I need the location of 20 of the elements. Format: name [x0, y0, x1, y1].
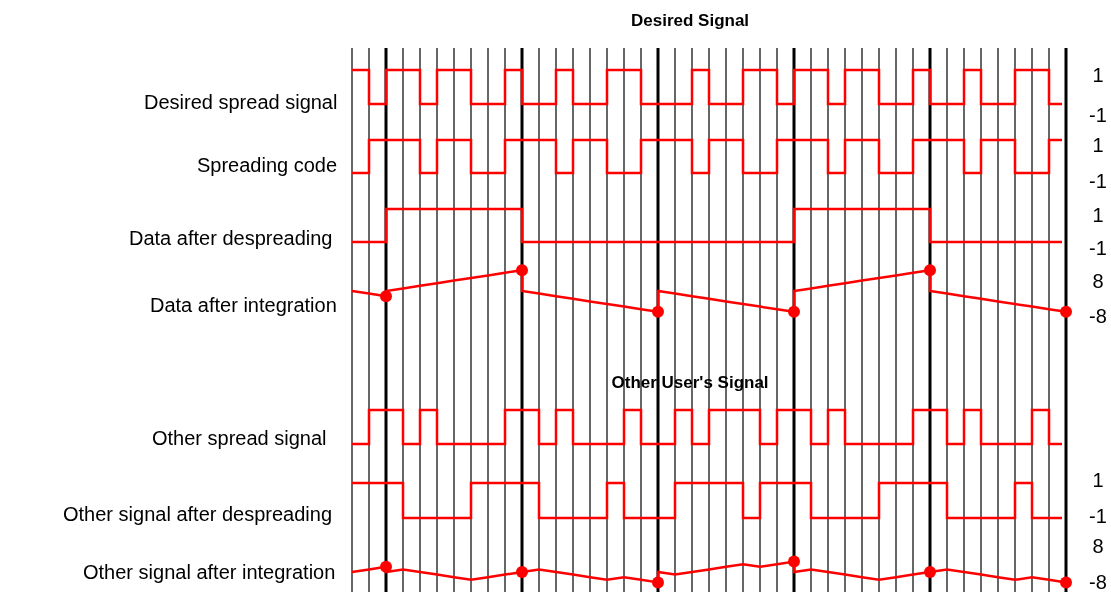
scale-value: -8 — [1089, 306, 1107, 326]
signal-label: Data after integration — [150, 295, 337, 315]
signal-label: Data after despreading — [129, 228, 333, 248]
scale-value: 8 — [1092, 271, 1104, 291]
section-heading: Desired Signal — [631, 11, 750, 29]
scale-value: 1 — [1092, 205, 1104, 225]
scale-value: 1 — [1092, 135, 1104, 155]
scale-value: -1 — [1089, 506, 1107, 526]
signal-label: Desired spread signal — [144, 92, 338, 112]
scale-value: -8 — [1089, 572, 1107, 592]
scale-value: 1 — [1092, 470, 1104, 490]
signal-label: Other signal after despreading — [63, 504, 333, 524]
scale-value: -1 — [1089, 105, 1107, 125]
signal-label: Other signal after integration — [83, 562, 336, 582]
scale-value: -1 — [1089, 171, 1107, 191]
scale-value: 8 — [1092, 536, 1104, 556]
scale-value: 1 — [1092, 65, 1104, 85]
scale-value: -1 — [1089, 238, 1107, 258]
signal-label: Spreading code — [197, 155, 338, 175]
signal-label: Other spread signal — [152, 428, 327, 448]
